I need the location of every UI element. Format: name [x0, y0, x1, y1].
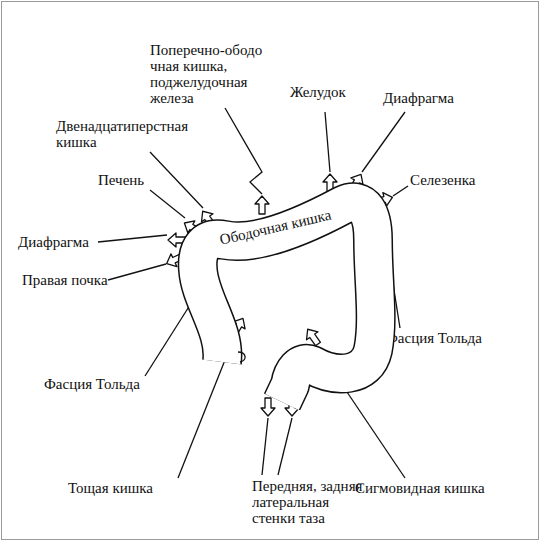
block-arrow: [255, 196, 269, 214]
organ-label: Передняя, задняя латеральная стенки таза: [252, 478, 370, 526]
organ-label: Печень: [98, 172, 178, 188]
leader-line: [178, 350, 229, 478]
colon-outline: [170, 170, 400, 410]
leader-line: [362, 112, 405, 172]
leader-line: [262, 418, 268, 475]
organ-label: Двенадцатиперстная кишка: [56, 118, 206, 150]
colon-wall: [198, 202, 376, 402]
leader-line: [325, 112, 330, 172]
organ-label: Диафрагма: [383, 90, 493, 106]
leader-line: [150, 152, 203, 208]
block-arrow: [261, 398, 275, 416]
organ-label: Правая почка: [22, 272, 132, 288]
leader-line: [150, 190, 185, 218]
leader-line: [225, 108, 262, 194]
leader-line: [393, 186, 408, 196]
organ-label: Тощая кишка: [68, 480, 198, 496]
organ-label: Поперечно-ободо чная кишка, поджелудочна…: [150, 42, 275, 106]
colon-shape: Ободочная кишка: [170, 170, 400, 410]
leader-line: [108, 264, 166, 280]
appendix-stub: [238, 352, 245, 362]
leader-line: [278, 418, 292, 475]
organ-label: Диафрагма: [18, 234, 128, 250]
organ-label: Селезенка: [410, 172, 520, 188]
organ-label: Сигмовидная кишка: [355, 480, 525, 496]
organ-label: Фасция Тольда: [386, 330, 516, 346]
leader-line: [145, 305, 190, 376]
organ-label: Фасция Тольда: [44, 376, 174, 392]
organ-label: Желудок: [290, 84, 380, 100]
colon-lumen: [198, 202, 376, 402]
leader-line: [98, 235, 167, 242]
